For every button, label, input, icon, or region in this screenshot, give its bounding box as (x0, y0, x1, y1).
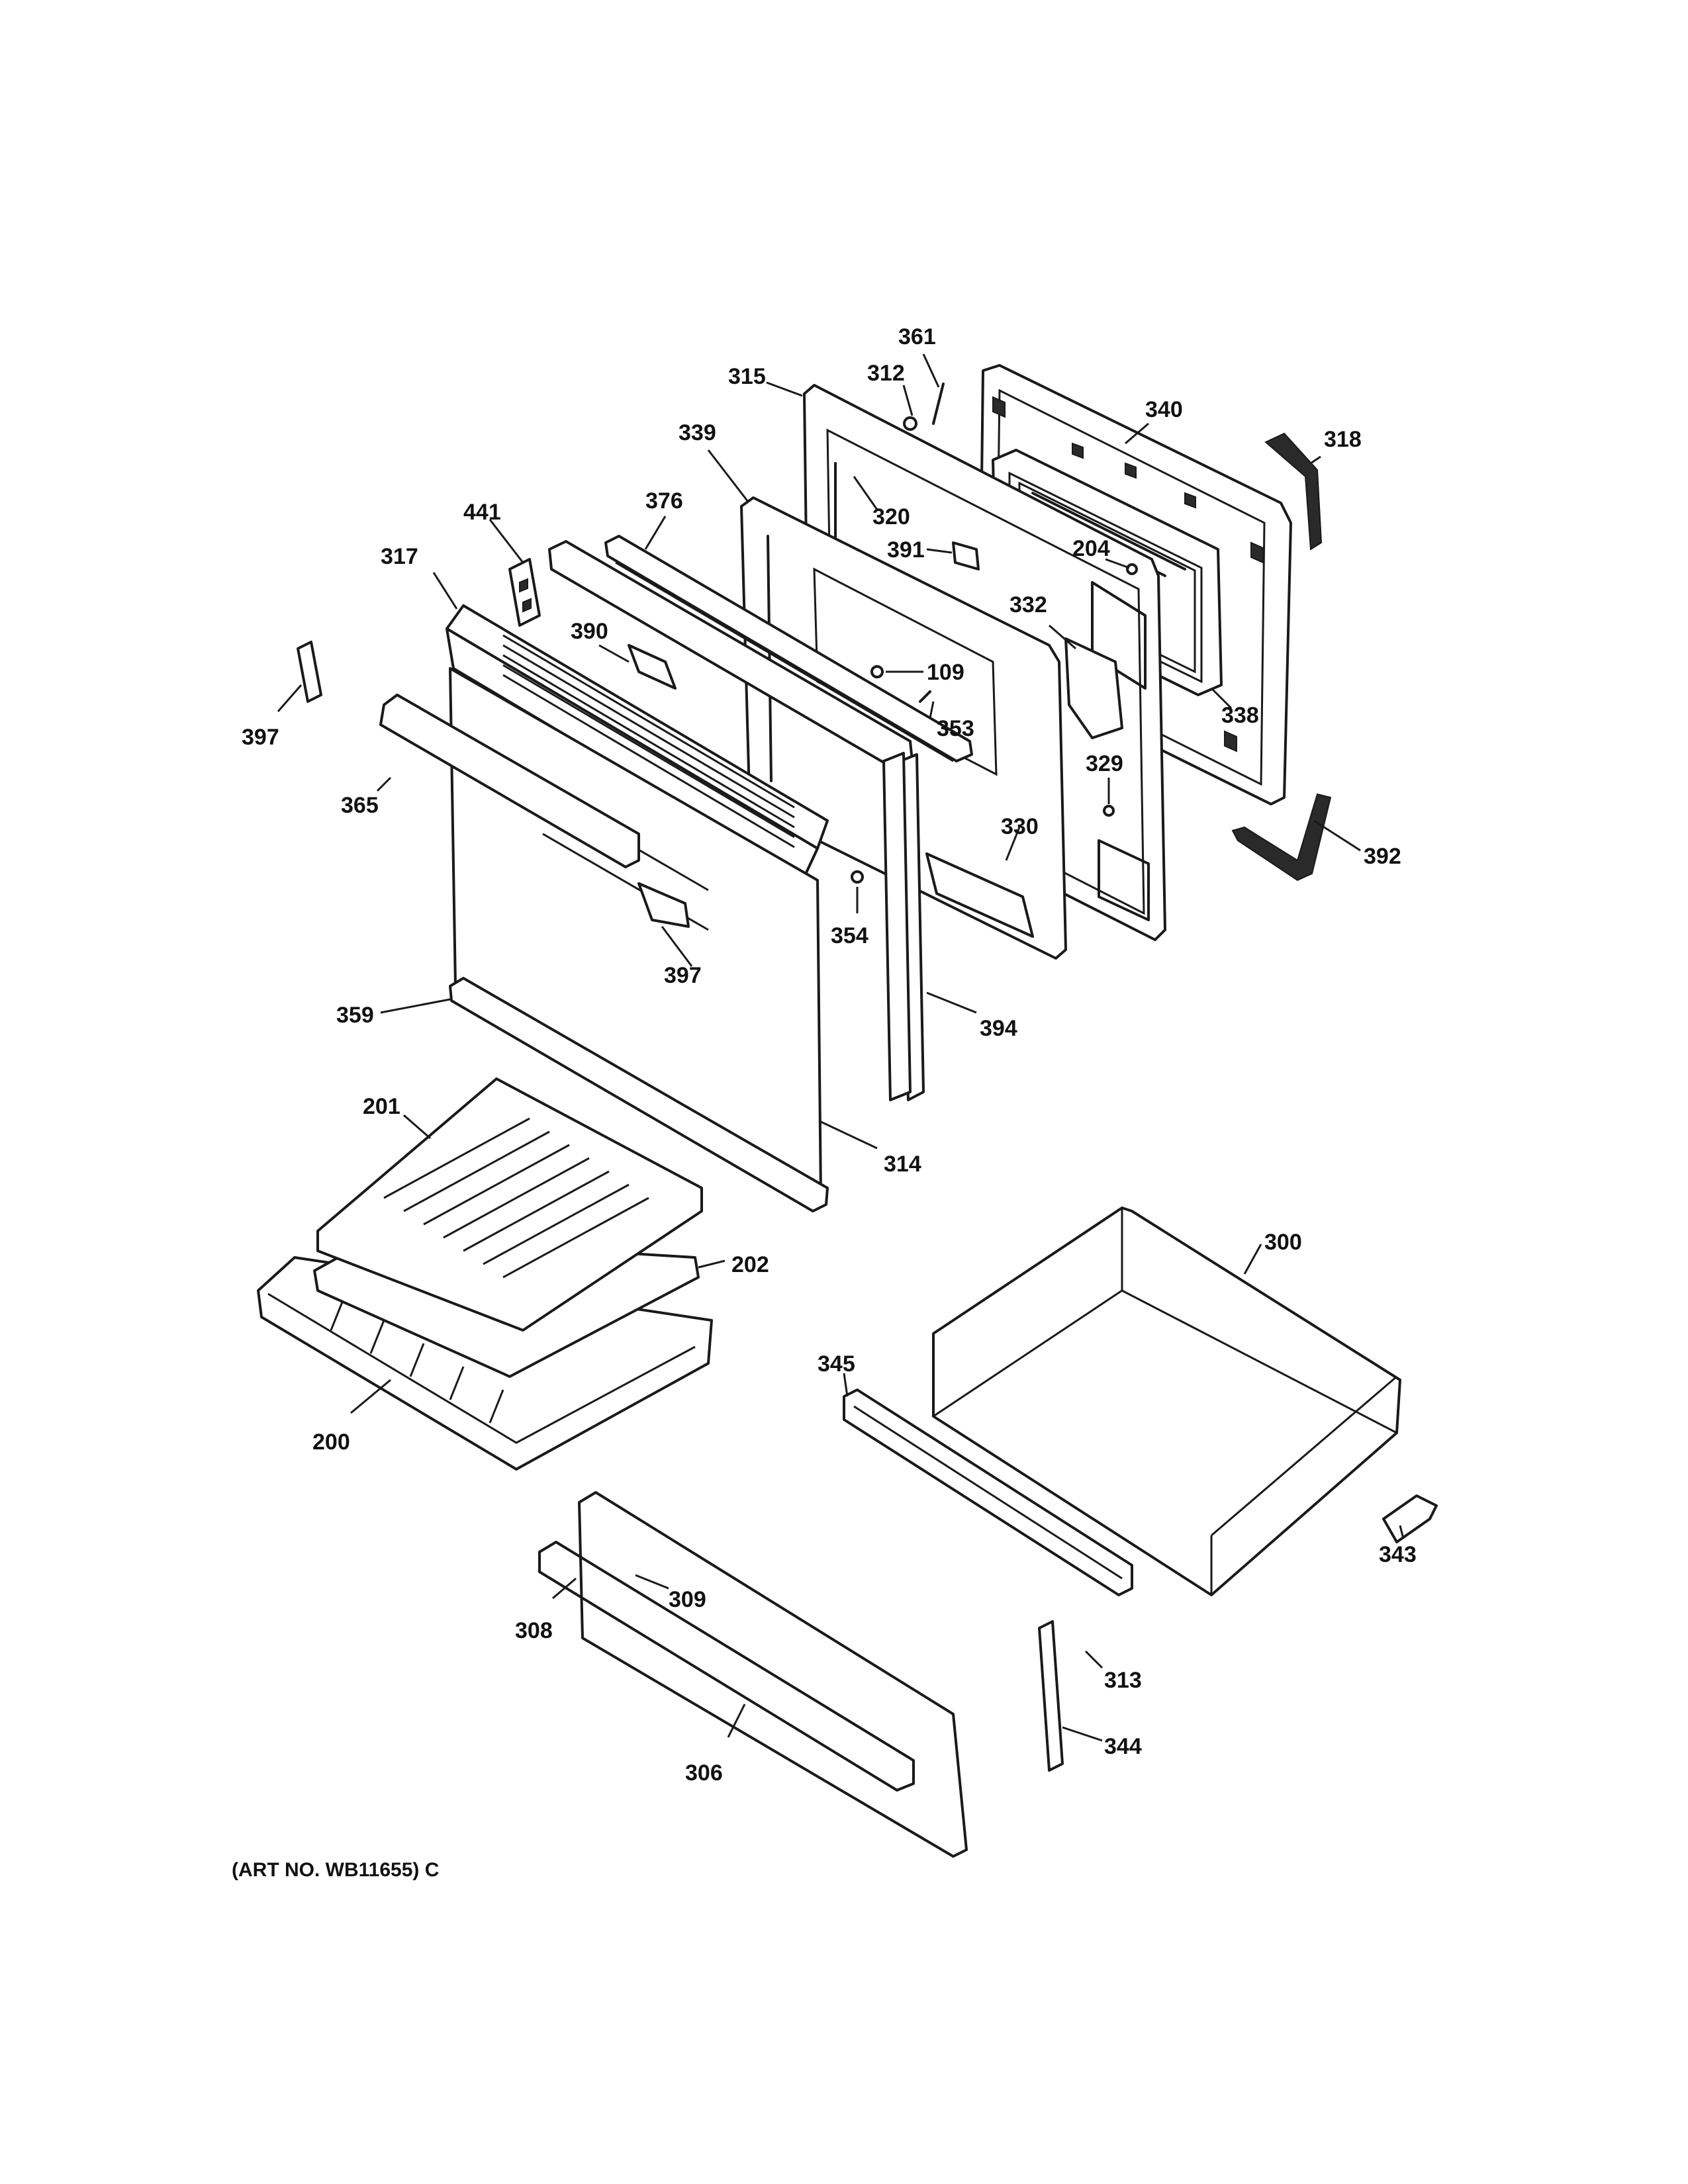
callout-392: 392 (1364, 844, 1401, 869)
part-391-clip (952, 541, 980, 570)
callout-391: 391 (887, 537, 925, 563)
callout-318: 318 (1324, 427, 1362, 452)
callout-314: 314 (884, 1152, 921, 1177)
part-201-broiler-grid (316, 1077, 703, 1332)
callout-353: 353 (937, 716, 974, 741)
callout-397-lower: 397 (664, 963, 702, 988)
callout-344: 344 (1104, 1734, 1142, 1759)
callout-312: 312 (867, 361, 905, 386)
callout-315: 315 (728, 364, 766, 389)
callout-labels: 361 312 315 340 339 318 441 376 320 317 … (242, 324, 1417, 1786)
callout-376: 376 (645, 488, 683, 514)
part-392-gasket (1231, 793, 1332, 882)
callout-320: 320 (872, 504, 910, 529)
callout-308: 308 (515, 1618, 553, 1643)
leader-lines (277, 353, 1405, 1742)
callout-200: 200 (312, 1430, 350, 1455)
callout-313: 313 (1104, 1668, 1142, 1693)
callout-204: 204 (1072, 536, 1110, 561)
callout-332: 332 (1009, 592, 1047, 617)
art-number-caption: (ART NO. WB11655) C (232, 1859, 439, 1881)
callout-300: 300 (1264, 1230, 1302, 1255)
callout-354: 354 (831, 923, 868, 948)
part-300-drawer-box (932, 1206, 1401, 1596)
part-394-side-strip (882, 752, 912, 1101)
callout-340: 340 (1145, 397, 1183, 422)
part-365-door-handle (379, 694, 640, 868)
part-397-hinge-clip (297, 641, 690, 928)
small-hardware (851, 383, 1138, 884)
part-344-slide-bracket (1038, 1620, 1064, 1772)
callout-339: 339 (679, 420, 716, 445)
part-390-clip (628, 644, 677, 690)
callout-317: 317 (381, 544, 418, 569)
callout-397-upper: 397 (242, 725, 279, 750)
part-359-bottom-trim (449, 977, 829, 1212)
part-343-drawer-roller (1382, 1494, 1438, 1543)
callout-365: 365 (341, 793, 379, 818)
callout-359: 359 (336, 1003, 374, 1028)
part-308-drawer-panel (538, 1491, 968, 1858)
part-345-drawer-slide (843, 1388, 1133, 1596)
part-441-hinge-bracket (508, 558, 541, 627)
callout-329: 329 (1086, 751, 1123, 776)
callout-306: 306 (685, 1760, 723, 1786)
callout-441: 441 (463, 500, 501, 525)
callout-361: 361 (898, 324, 936, 349)
callout-343: 343 (1379, 1542, 1417, 1567)
part-200-oven-rack (257, 1256, 713, 1471)
callout-309: 309 (669, 1587, 706, 1612)
callout-394: 394 (980, 1016, 1017, 1041)
callout-390: 390 (571, 619, 608, 644)
callout-109: 109 (927, 660, 964, 685)
part-332-insulation (1064, 637, 1123, 739)
part-317-top-trim (445, 604, 829, 878)
callout-338: 338 (1221, 703, 1259, 728)
callout-345: 345 (818, 1351, 855, 1377)
callout-202: 202 (731, 1252, 769, 1277)
part-330-insulation-strip (925, 852, 1034, 938)
part-318-gasket (1264, 432, 1323, 551)
callout-330: 330 (1001, 814, 1039, 839)
callout-201: 201 (363, 1094, 400, 1119)
